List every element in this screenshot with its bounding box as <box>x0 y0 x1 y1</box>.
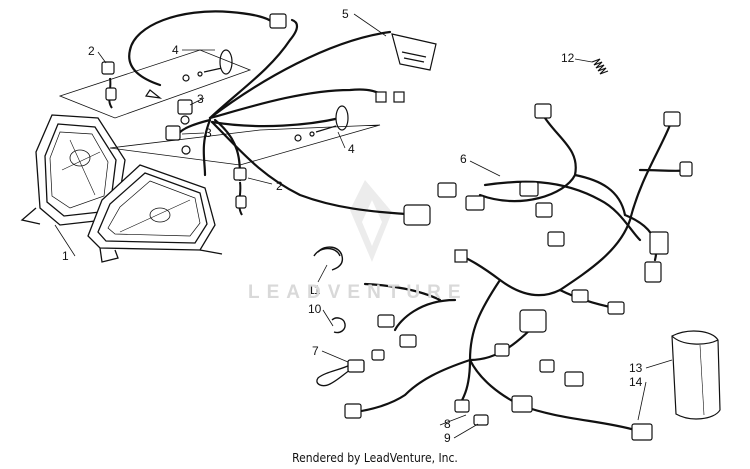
pigtail-7 <box>316 359 365 387</box>
socket-2-upper <box>101 61 117 109</box>
clip-10 <box>331 317 346 334</box>
adjuster-4-upper <box>144 49 233 99</box>
callout-12: 12 <box>561 51 575 65</box>
bulb-3-upper <box>177 99 193 125</box>
harness-connector-5 <box>391 33 437 71</box>
callout-5: 5 <box>342 7 349 21</box>
leadventure-flame-logo <box>350 180 392 262</box>
leader-lines <box>54 13 673 439</box>
watermark-text: LEADVENTURE <box>248 282 468 303</box>
conduit-sleeve-13 <box>671 330 721 420</box>
callout-6: 6 <box>460 152 467 166</box>
callout-10: 10 <box>308 302 322 316</box>
callout-13: 13 <box>629 361 643 375</box>
callout-2-lower: 2 <box>276 179 283 193</box>
callout-3-lower: 3 <box>205 126 212 140</box>
callout-14: 14 <box>629 375 643 389</box>
bulb-3-lower <box>165 125 191 155</box>
callout-1: 1 <box>62 249 69 263</box>
clip-11 <box>313 246 344 271</box>
callout-7: 7 <box>312 344 319 358</box>
callout-2-upper: 2 <box>88 44 95 58</box>
socket-2-lower <box>233 167 247 216</box>
callout-3-upper: 3 <box>197 92 204 106</box>
render-credit: Rendered by LeadVenture, Inc. <box>292 451 458 465</box>
callout-8: 8 <box>444 417 451 431</box>
callout-11: 11 <box>308 283 321 297</box>
callout-4-lower: 4 <box>348 142 355 156</box>
callout-4-upper: 4 <box>172 43 179 57</box>
spring-12 <box>591 58 609 75</box>
headlight-right <box>87 164 223 263</box>
callout-9: 9 <box>444 431 451 445</box>
